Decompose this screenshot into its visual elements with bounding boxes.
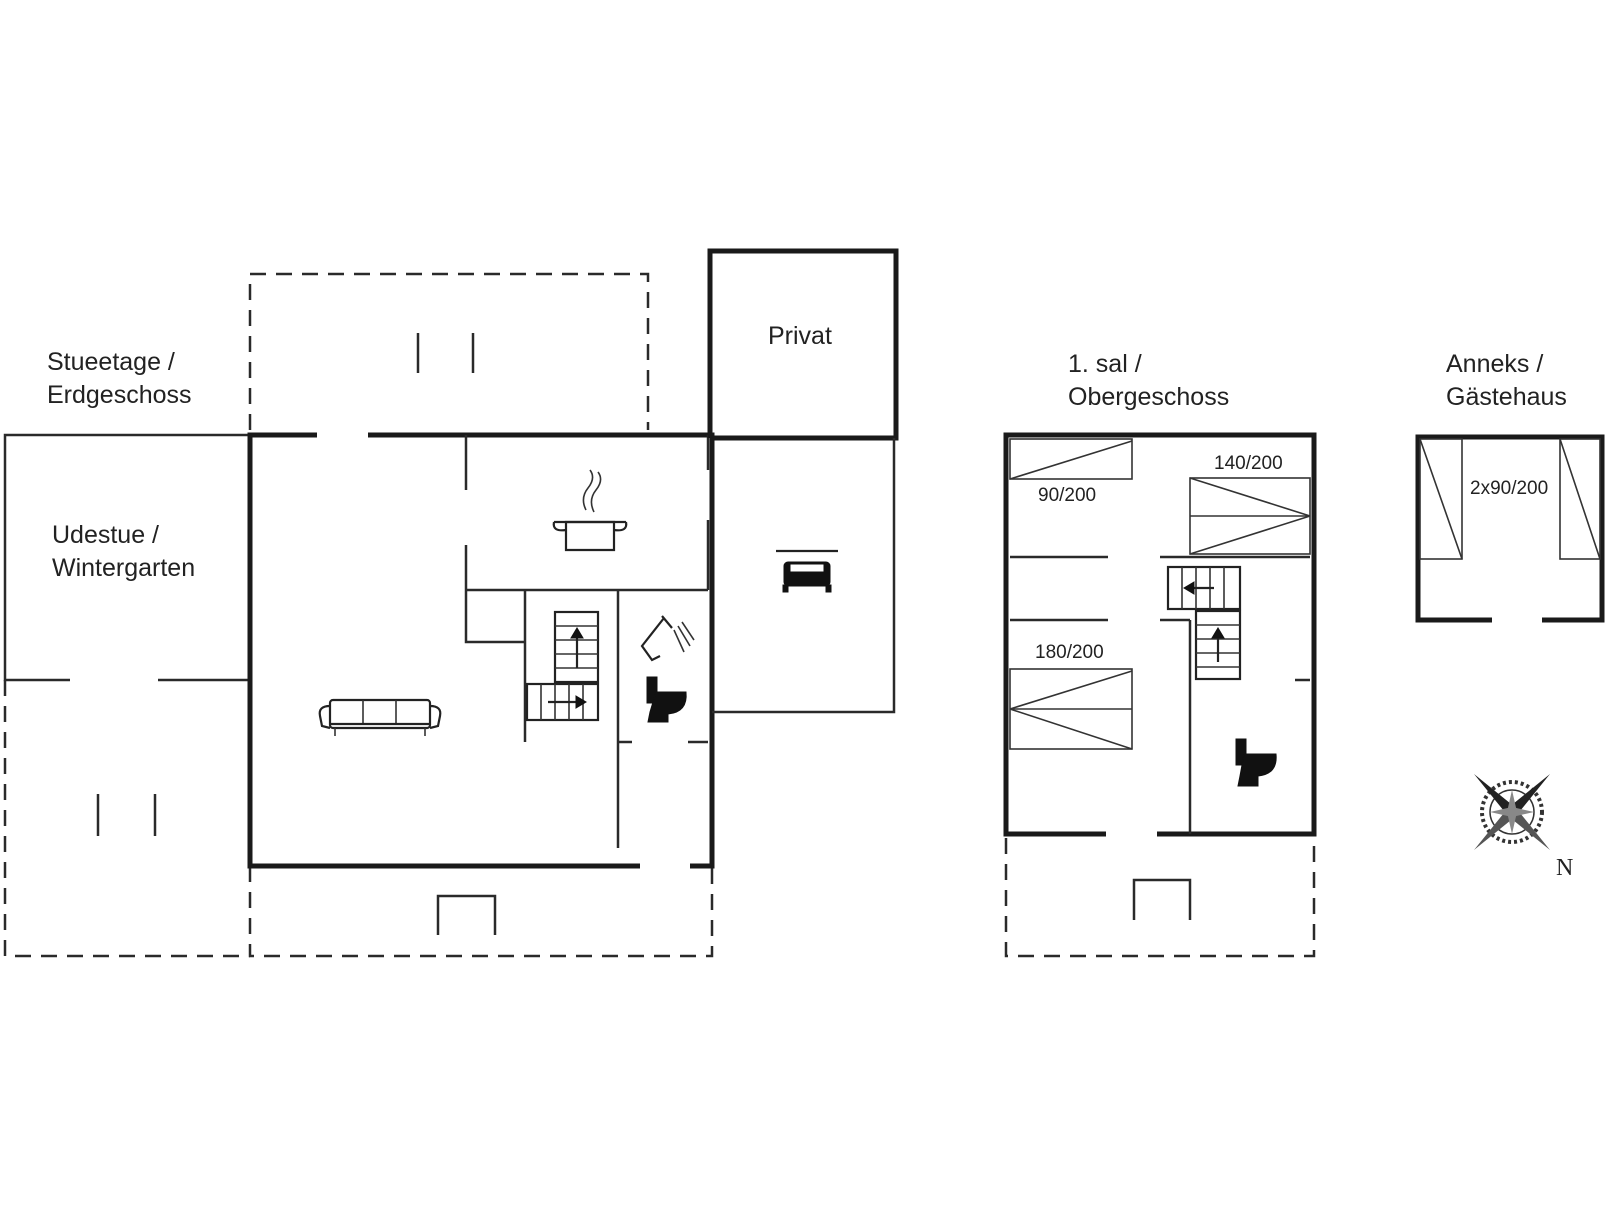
bed-180-icon [1009, 668, 1133, 750]
cooking-pot-icon [552, 469, 628, 552]
annex-beds-icon [1419, 438, 1601, 560]
sofa-icon [318, 698, 442, 736]
first-floor: 1. sal / Obergeschoss 90/200 140/200 180… [1003, 350, 1317, 958]
first-floor-partitions [1010, 555, 1310, 834]
conservatory-label-line2: Wintergarten [52, 554, 195, 582]
bedroom-wing-walls [712, 438, 896, 714]
bed-140-icon [1189, 477, 1311, 555]
annex-walls [1415, 434, 1605, 623]
conservatory-label-line1: Udestue / [52, 521, 159, 549]
kitchen-wall [464, 435, 710, 644]
toilet-icon [1235, 738, 1277, 787]
annex-label-line2: Gästehaus [1446, 383, 1567, 411]
main-house-walls [247, 432, 715, 869]
stairs-icon [1166, 565, 1242, 681]
ground-floor: Stueetage / Erdgeschoss Udestue / Winter… [3, 248, 899, 958]
bed-180-label: 180/200 [1035, 642, 1104, 663]
terrace-north [248, 272, 650, 430]
terrace-west [3, 680, 250, 958]
compass-rose-icon [1474, 774, 1550, 850]
bed-140-label: 140/200 [1214, 453, 1283, 474]
shower-icon [640, 615, 695, 662]
first-floor-balcony [1004, 838, 1316, 958]
stair-bath-walls [523, 590, 708, 848]
annex-label-line1: Anneks / [1446, 350, 1543, 378]
bed-90-label: 90/200 [1038, 485, 1096, 506]
ground-floor-label-line2: Erdgeschoss [47, 381, 192, 409]
first-floor-step [1132, 878, 1192, 920]
annex-beds-label: 2x90/200 [1470, 478, 1548, 499]
entrance-step [436, 894, 497, 935]
stairs-icon [525, 610, 600, 722]
compass-north-label: N [1556, 855, 1573, 881]
toilet-icon [646, 676, 687, 723]
conservatory-outline [3, 433, 250, 682]
first-floor-label-line2: Obergeschoss [1068, 383, 1229, 411]
bed-90-icon [1009, 438, 1133, 480]
terrace-south [248, 866, 714, 958]
annex: Anneks / Gästehaus 2x90/200 [1415, 350, 1605, 623]
bed-icon [776, 549, 838, 593]
private-room-walls [707, 248, 899, 441]
first-floor-label-line1: 1. sal / [1068, 350, 1142, 378]
private-room-label: Privat [768, 322, 832, 350]
ground-floor-label-line1: Stueetage / [47, 348, 175, 376]
first-floor-outer-walls [1003, 432, 1317, 837]
